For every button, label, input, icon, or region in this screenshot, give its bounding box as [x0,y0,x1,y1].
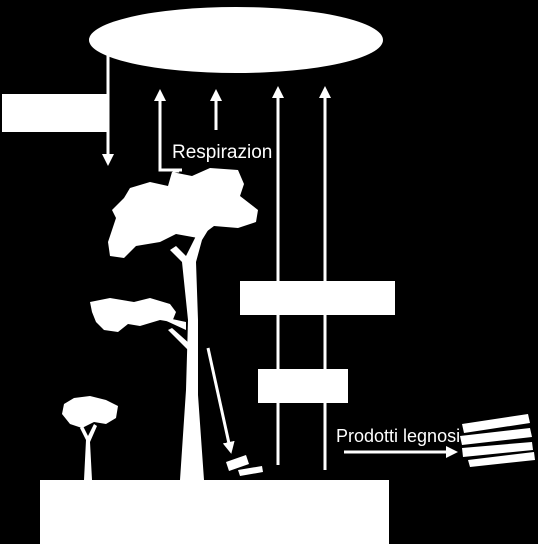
wood-planks-icon [460,414,535,467]
left-label-box [2,94,108,132]
lower-crown [90,298,176,332]
lower-label-box [258,369,348,403]
trunk-label-box [240,281,395,315]
upper-crown [108,168,258,258]
atmosphere-ellipse [89,7,383,73]
wood-products-label: Prodotti legnosi [336,426,461,446]
large-tree [90,168,258,480]
fallen-log [226,455,263,476]
respiration-arrow-1 [154,89,182,172]
respiration-label: Respirazion [172,142,273,163]
litter-arrow [206,347,235,454]
respiration-label-suffix: e [172,164,180,174]
small-tree-crown [62,396,118,428]
ground [40,480,389,544]
small-tree [62,396,118,480]
